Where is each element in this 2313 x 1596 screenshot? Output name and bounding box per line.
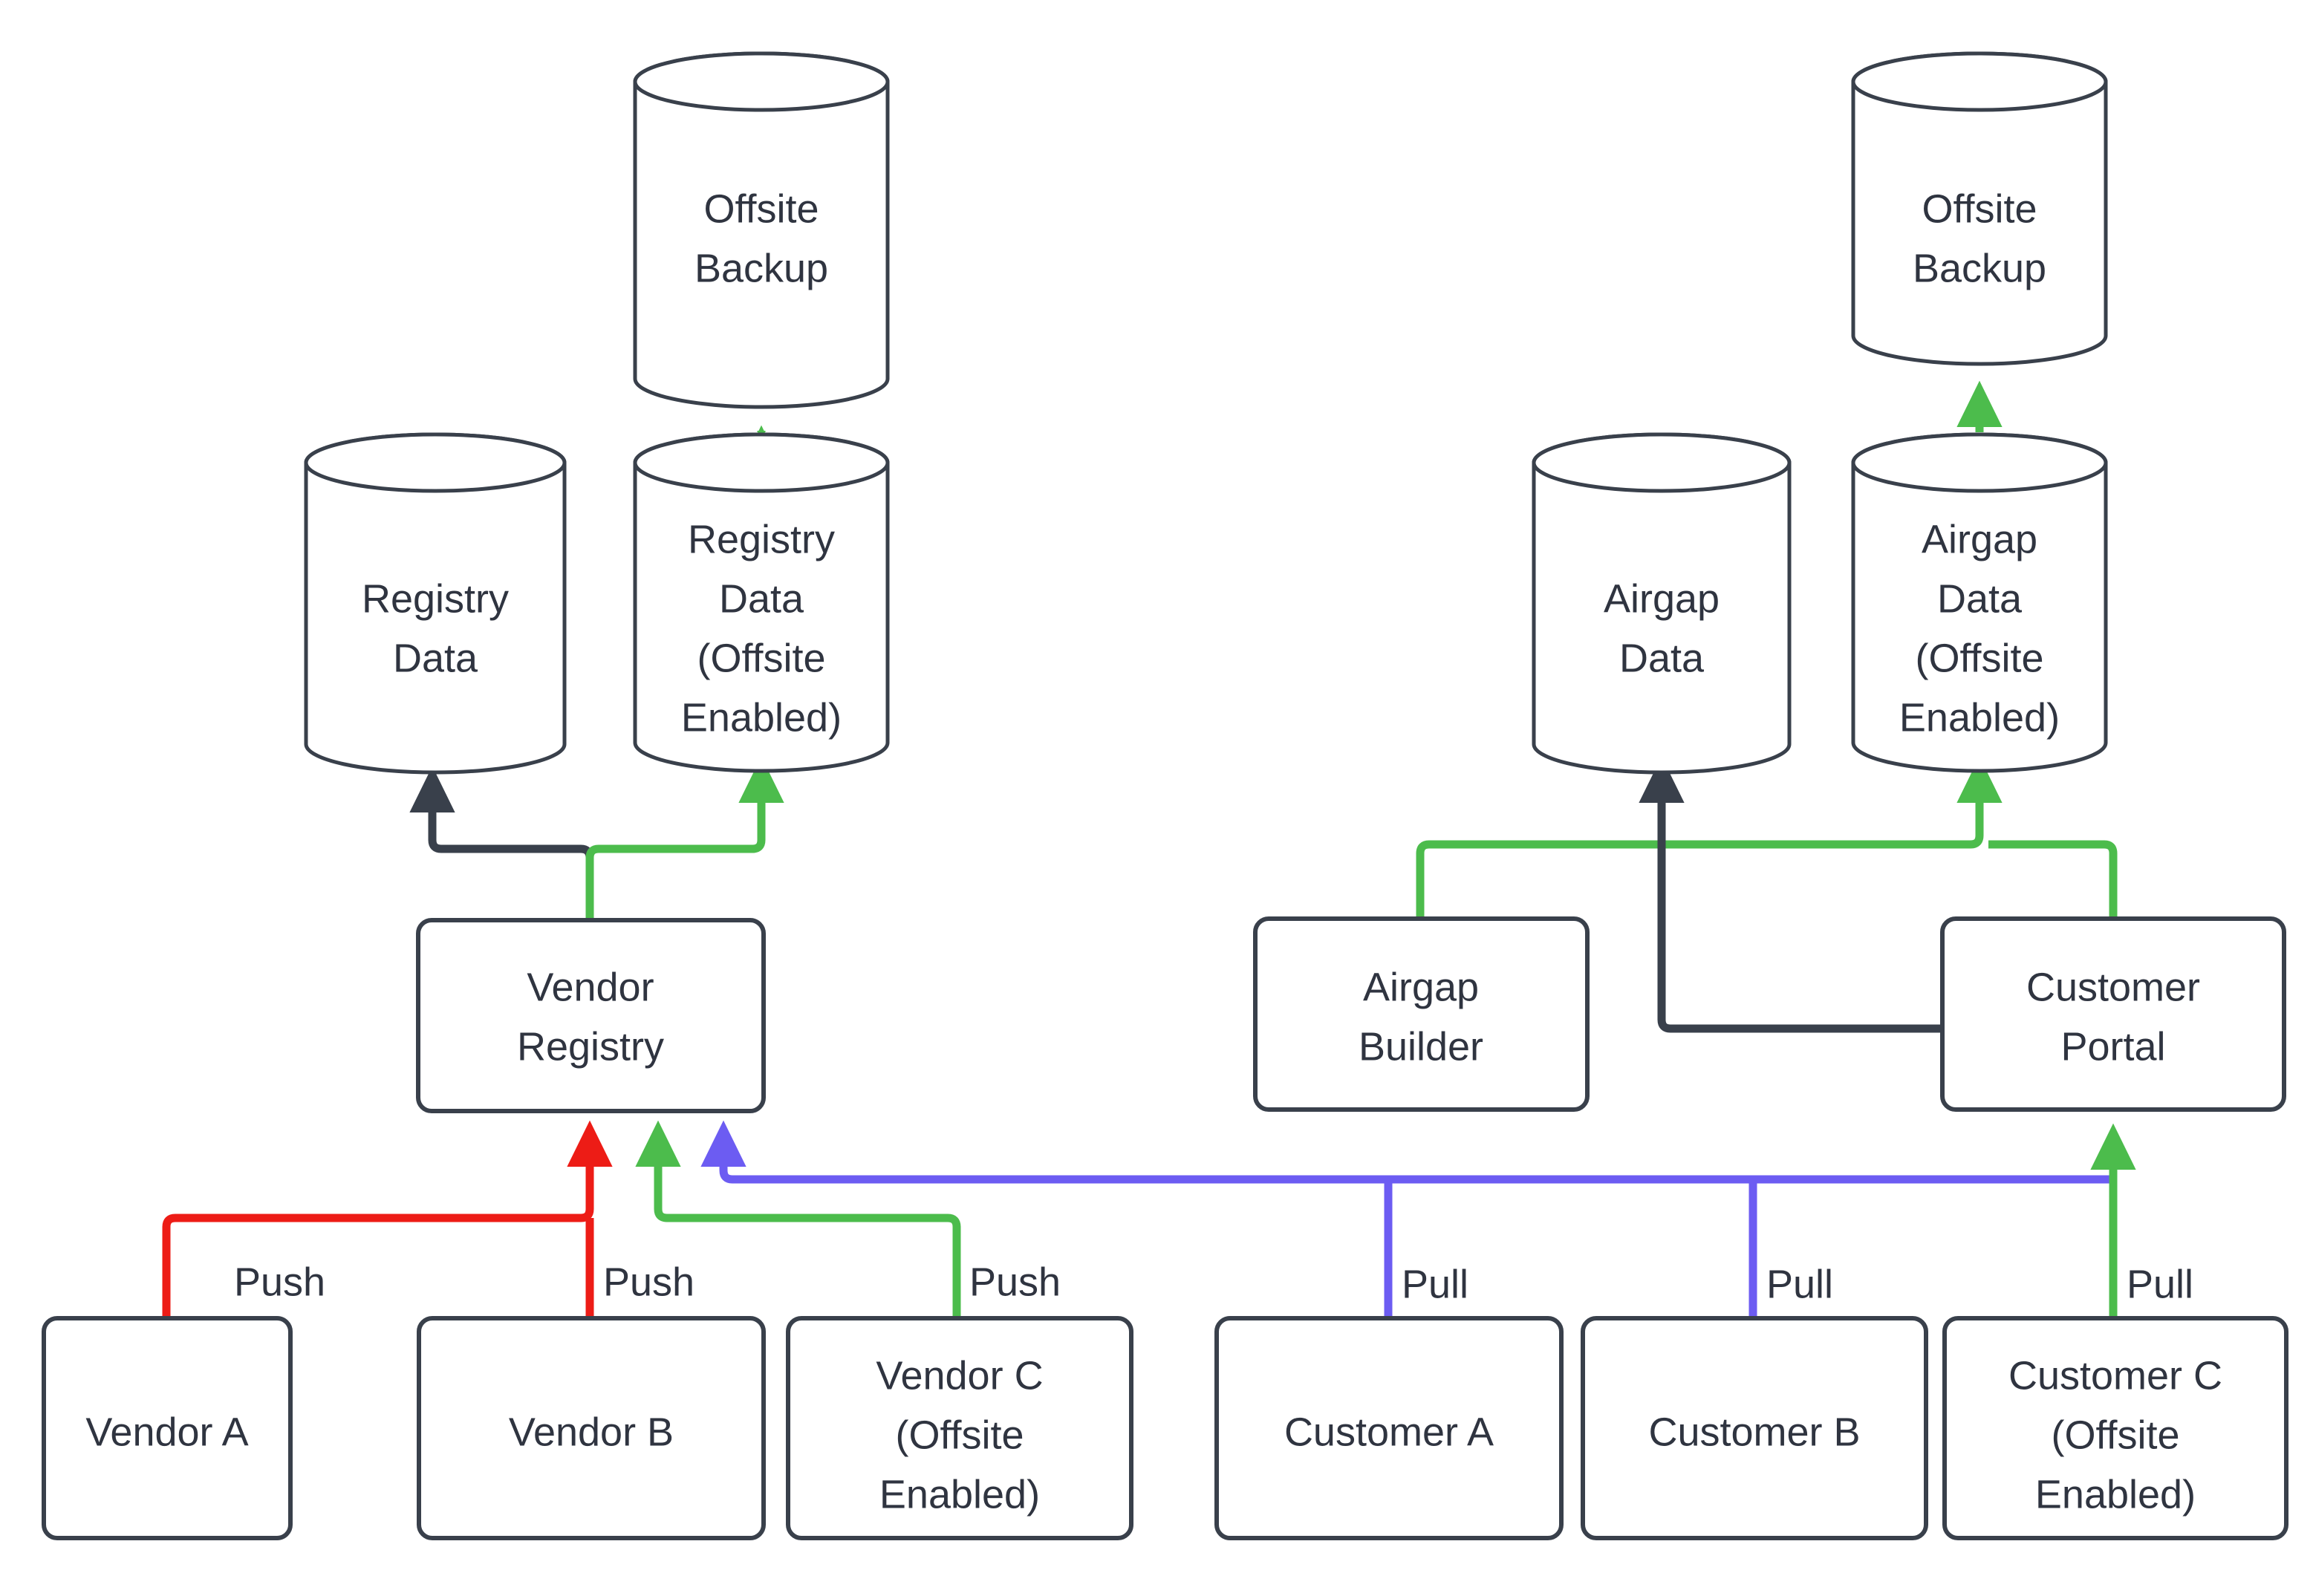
edge-registry-data xyxy=(409,766,594,918)
node-label: Airgap xyxy=(1604,576,1720,621)
edge-label-push-vendor-a: Push xyxy=(234,1260,325,1304)
node-label: Data xyxy=(1937,576,2023,621)
node-customer-b[interactable]: Customer B xyxy=(1581,1316,1928,1540)
node-customer-c[interactable]: Customer C (Offsite Enabled) xyxy=(1942,1316,2288,1540)
node-label: Vendor B xyxy=(509,1410,674,1454)
node-vendor-b[interactable]: Vendor B xyxy=(417,1316,766,1540)
node-label: (Offsite xyxy=(697,636,825,680)
edge-label-pull-customer-c: Pull xyxy=(2127,1262,2193,1306)
edge-builder-airgap-offsite xyxy=(1416,756,2003,916)
node-label: Vendor xyxy=(527,965,654,1009)
node-label: (Offsite xyxy=(2051,1413,2179,1457)
node-label: Data xyxy=(719,576,804,621)
node-label: Registry xyxy=(517,1024,664,1069)
node-airgap-data-offsite[interactable]: Airgap Data (Offsite Enabled) xyxy=(1851,432,2108,773)
edge-registry-data-offsite xyxy=(585,756,784,918)
edge-label-push-vendor-b: Push xyxy=(603,1260,694,1304)
node-label: Customer A xyxy=(1284,1410,1494,1454)
node-label: Backup xyxy=(1913,246,2046,290)
node-label: Data xyxy=(1619,636,1705,680)
node-label: Offsite xyxy=(1922,186,2037,231)
node-label: Portal xyxy=(2060,1024,2165,1069)
node-label: Enabled) xyxy=(1899,695,2060,740)
node-label: Enabled) xyxy=(2035,1472,2196,1517)
edge-portal-airgap-offsite xyxy=(1988,840,2118,916)
node-registry-data-offsite[interactable]: Registry Data (Offsite Enabled) xyxy=(633,432,890,773)
node-label: Customer C xyxy=(2008,1353,2222,1398)
node-label: (Offsite xyxy=(895,1413,1024,1457)
node-label: Vendor C xyxy=(876,1353,1043,1398)
node-label: Vendor A xyxy=(85,1410,248,1454)
edge-portal-airgap-data xyxy=(1639,756,1942,1033)
node-offsite-backup-right[interactable]: Offsite Backup xyxy=(1851,51,2108,366)
edge-label-push-vendor-c: Push xyxy=(969,1260,1061,1304)
node-airgap-builder[interactable]: Airgap Builder xyxy=(1253,916,1590,1112)
node-vendor-a[interactable]: Vendor A xyxy=(42,1316,293,1540)
node-label: Registry xyxy=(688,517,835,561)
edge-label-pull-customer-a: Pull xyxy=(1402,1262,1468,1306)
node-label: (Offsite xyxy=(1915,636,2043,680)
node-label: Backup xyxy=(694,246,828,290)
node-label: Enabled) xyxy=(879,1472,1040,1517)
node-customer-portal[interactable]: Customer Portal xyxy=(1940,916,2286,1112)
edge-label-pull-customer-b: Pull xyxy=(1766,1262,1833,1306)
node-customer-a[interactable]: Customer A xyxy=(1214,1316,1564,1540)
node-registry-data[interactable]: Registry Data xyxy=(304,432,567,775)
node-vendor-registry[interactable]: Vendor Registry xyxy=(416,918,766,1113)
node-vendor-c[interactable]: Vendor C (Offsite Enabled) xyxy=(786,1316,1133,1540)
node-label: Customer B xyxy=(1648,1410,1860,1454)
edge-vendor-a-push xyxy=(162,1120,613,1318)
node-offsite-backup-left[interactable]: Offsite Backup xyxy=(633,51,890,409)
node-label: Customer xyxy=(2026,965,2200,1009)
node-label: Data xyxy=(393,636,478,680)
node-label: Enabled) xyxy=(681,695,842,740)
node-label: Builder xyxy=(1359,1024,1483,1069)
node-label: Airgap xyxy=(1922,517,2037,561)
node-label: Registry xyxy=(362,576,509,621)
node-label: Airgap xyxy=(1363,965,1479,1009)
edge-pull-trunk xyxy=(700,1120,2113,1184)
node-airgap-data[interactable]: Airgap Data xyxy=(1532,432,1792,775)
edge-vendor-c-push xyxy=(635,1120,961,1318)
node-label: Offsite xyxy=(703,186,819,231)
